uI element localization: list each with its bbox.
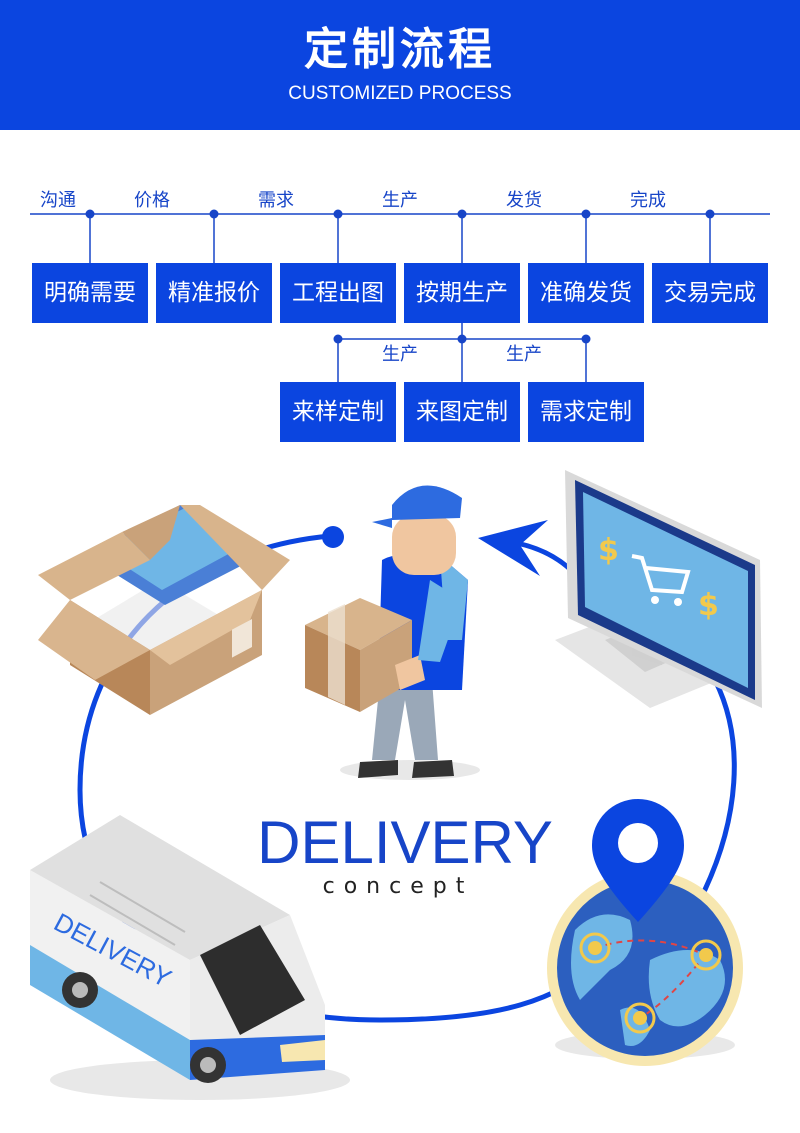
step-deal-complete: 交易完成 <box>652 263 768 323</box>
step-engineering-drawing: 工程出图 <box>280 263 396 323</box>
svg-text:$: $ <box>598 533 619 568</box>
step-drawing-custom: 来图定制 <box>404 382 520 442</box>
delivery-headline: DELIVERY <box>257 809 553 876</box>
cycle-path-right <box>697 678 737 902</box>
step-precise-quote: 精准报价 <box>156 263 272 323</box>
arrowhead-icon <box>478 520 548 576</box>
step-sample-custom: 来样定制 <box>280 382 396 442</box>
globe-pin-icon <box>547 799 743 1066</box>
svg-text:$: $ <box>698 588 719 623</box>
timeline-label-complete: 完成 <box>630 190 666 211</box>
delivery-van-icon: DELIVERY <box>30 815 350 1100</box>
timeline-label-price: 价格 <box>134 190 170 211</box>
open-box-icon <box>38 505 290 715</box>
sub-label-produce-1: 生产 <box>382 344 418 365</box>
step-confirm-needs: 明确需要 <box>32 263 148 323</box>
page-subtitle: CUSTOMIZED PROCESS <box>288 83 512 104</box>
step-accurate-shipping: 准确发货 <box>528 263 644 323</box>
header-banner: 定制流程 CUSTOMIZED PROCESS <box>0 0 800 130</box>
delivery-tagline: concept <box>323 874 474 899</box>
step-scheduled-production: 按期生产 <box>404 263 520 323</box>
timeline-connectors <box>30 209 770 382</box>
timeline-label-produce: 生产 <box>382 190 418 211</box>
cycle-start-dot <box>322 526 344 548</box>
courier-icon <box>305 485 480 780</box>
timeline-label-ship: 发货 <box>506 190 542 211</box>
timeline-label-communicate: 沟通 <box>40 190 76 211</box>
timeline-label-demand: 需求 <box>258 190 294 211</box>
computer-cart-icon: $ $ <box>555 470 762 708</box>
step-demand-custom: 需求定制 <box>528 382 644 442</box>
sub-label-produce-2: 生产 <box>506 344 542 365</box>
page-title: 定制流程 <box>304 24 496 75</box>
